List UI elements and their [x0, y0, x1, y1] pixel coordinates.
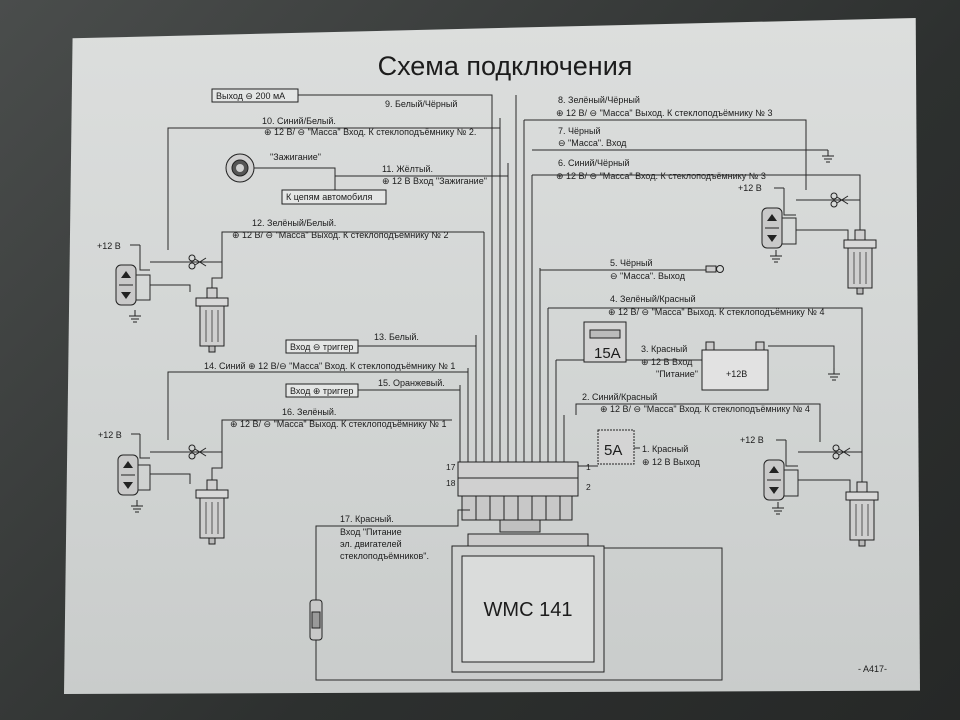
wire-4-desc: ⊕ 12 В/ ⊖ "Масса" Выход. К стеклоподъёмн…: [608, 307, 824, 317]
wire-15-label: 15. Оранжевый.: [378, 378, 445, 388]
control-unit: WMC 141: [451, 533, 605, 673]
wire-8-label: 8. Зелёный/Чёрный: [558, 95, 640, 105]
harness-bundle: [459, 95, 565, 462]
wire-6-desc: ⊕ 12 В/ ⊖ "Масса" Вход. К стеклоподъёмни…: [556, 171, 766, 181]
wire-17-label: 17. Красный.: [340, 514, 394, 524]
window-regulator-4: +12 В: [740, 435, 879, 547]
battery-label: +12В: [726, 369, 747, 379]
fuse-15a-label: 15A: [594, 345, 621, 362]
wire-7-desc: ⊖ "Масса". Вход: [558, 138, 627, 148]
wire-1-desc: ⊕ 12 В Выход: [642, 457, 701, 467]
ground-ring-terminal: [705, 265, 724, 273]
ignition-switch: [225, 153, 255, 183]
pin-2-label: 2: [586, 482, 591, 492]
wire-2-label: 2. Синий/Красный: [582, 392, 657, 402]
plus12-label-right-top: +12 В: [738, 183, 762, 193]
page-code: - A417-: [858, 664, 887, 674]
wire-7-label: 7. Чёрный: [558, 126, 600, 136]
fuse-5a: 5A: [597, 429, 635, 465]
wire-12-label: 12. Зелёный/Белый.: [252, 218, 336, 228]
ignition-label: "Зажигание": [270, 152, 321, 162]
wire-2-desc: ⊕ 12 В/ ⊖ "Масса" Вход. К стеклоподъёмни…: [600, 404, 810, 414]
ground-symbol-battery: [827, 367, 841, 381]
wire-3-label: 3. Красный: [641, 344, 687, 354]
wire-12-desc: ⊕ 12 В/ ⊖ "Масса" Выход. К стеклоподъёмн…: [232, 230, 448, 240]
pin-1-label: 1: [586, 462, 591, 472]
car-circuits-box: [281, 189, 387, 205]
wire-16-desc: ⊕ 12 В/ ⊖ "Масса" Выход. К стеклоподъёмн…: [230, 419, 446, 429]
plus12-label-right-bottom: +12 В: [740, 435, 764, 445]
window-regulator-1: +12 В: [98, 430, 229, 545]
wire-13-label: 13. Белый.: [374, 332, 419, 342]
fuse-15a: 15A: [583, 321, 627, 363]
wire-1-label: 1. Красный: [642, 444, 688, 454]
wire-10-desc: ⊕ 12 В/ ⊖ "Масса" Вход. К стеклоподъёмни…: [264, 127, 476, 137]
wire-11-desc: ⊕ 12 В Вход "Зажигание": [382, 176, 487, 186]
model-label: WMC 141: [484, 599, 573, 621]
wire-17-desc2: эл. двигателей: [340, 539, 402, 549]
plus12-label-left-bottom: +12 В: [98, 430, 122, 440]
wire-3-desc2: "Питание": [656, 369, 698, 379]
wire-11-label: 11. Жёлтый.: [382, 164, 433, 174]
page-title: Схема подключения: [378, 51, 633, 81]
ground-symbol-top: [821, 149, 835, 163]
pin-18-label: 18: [446, 478, 456, 488]
wire-16-label: 16. Зелёный.: [282, 407, 336, 417]
wire-5-label: 5. Чёрный: [610, 258, 652, 268]
battery-12v: +12В: [701, 341, 769, 391]
harness-connector: [457, 461, 579, 533]
inline-fuse-holder: [309, 599, 323, 641]
wire-4-label: 4. Зелёный/Красный: [610, 294, 696, 304]
wire-17-desc3: стеклоподъёмников".: [340, 551, 429, 561]
wire-3-desc: ⊕ 12 В Вход: [641, 357, 693, 367]
wire-8-desc: ⊕ 12 В/ ⊖ "Масса" Выход. К стеклоподъёмн…: [556, 108, 772, 118]
wire-5-desc: ⊖ "Масса". Выход: [610, 271, 686, 281]
trigger-plus-label: Вход ⊕ триггер: [290, 386, 353, 396]
wire-6-label: 6. Синий/Чёрный: [558, 158, 630, 168]
window-regulator-3: +12 В: [738, 183, 877, 295]
wire-10-label: 10. Синий/Белый.: [262, 116, 336, 126]
car-circuits-label: К цепям автомобиля: [286, 192, 372, 202]
pin-17-label: 17: [446, 462, 456, 472]
plus12-label-left-top: +12 В: [97, 241, 121, 251]
fuse-5a-label: 5A: [604, 442, 622, 459]
wire-9-label: 9. Белый/Чёрный: [385, 99, 457, 109]
output-200ma-label: Выход ⊖ 200 мА: [216, 91, 285, 101]
wire-17-desc1: Вход "Питание: [340, 527, 402, 537]
trigger-minus-label: Вход ⊖ триггер: [290, 342, 353, 352]
wire-14-label: 14. Синий ⊕ 12 В/⊖ "Масса" Вход. К стекл…: [204, 361, 455, 371]
window-regulator-2: +12 В: [97, 241, 229, 353]
